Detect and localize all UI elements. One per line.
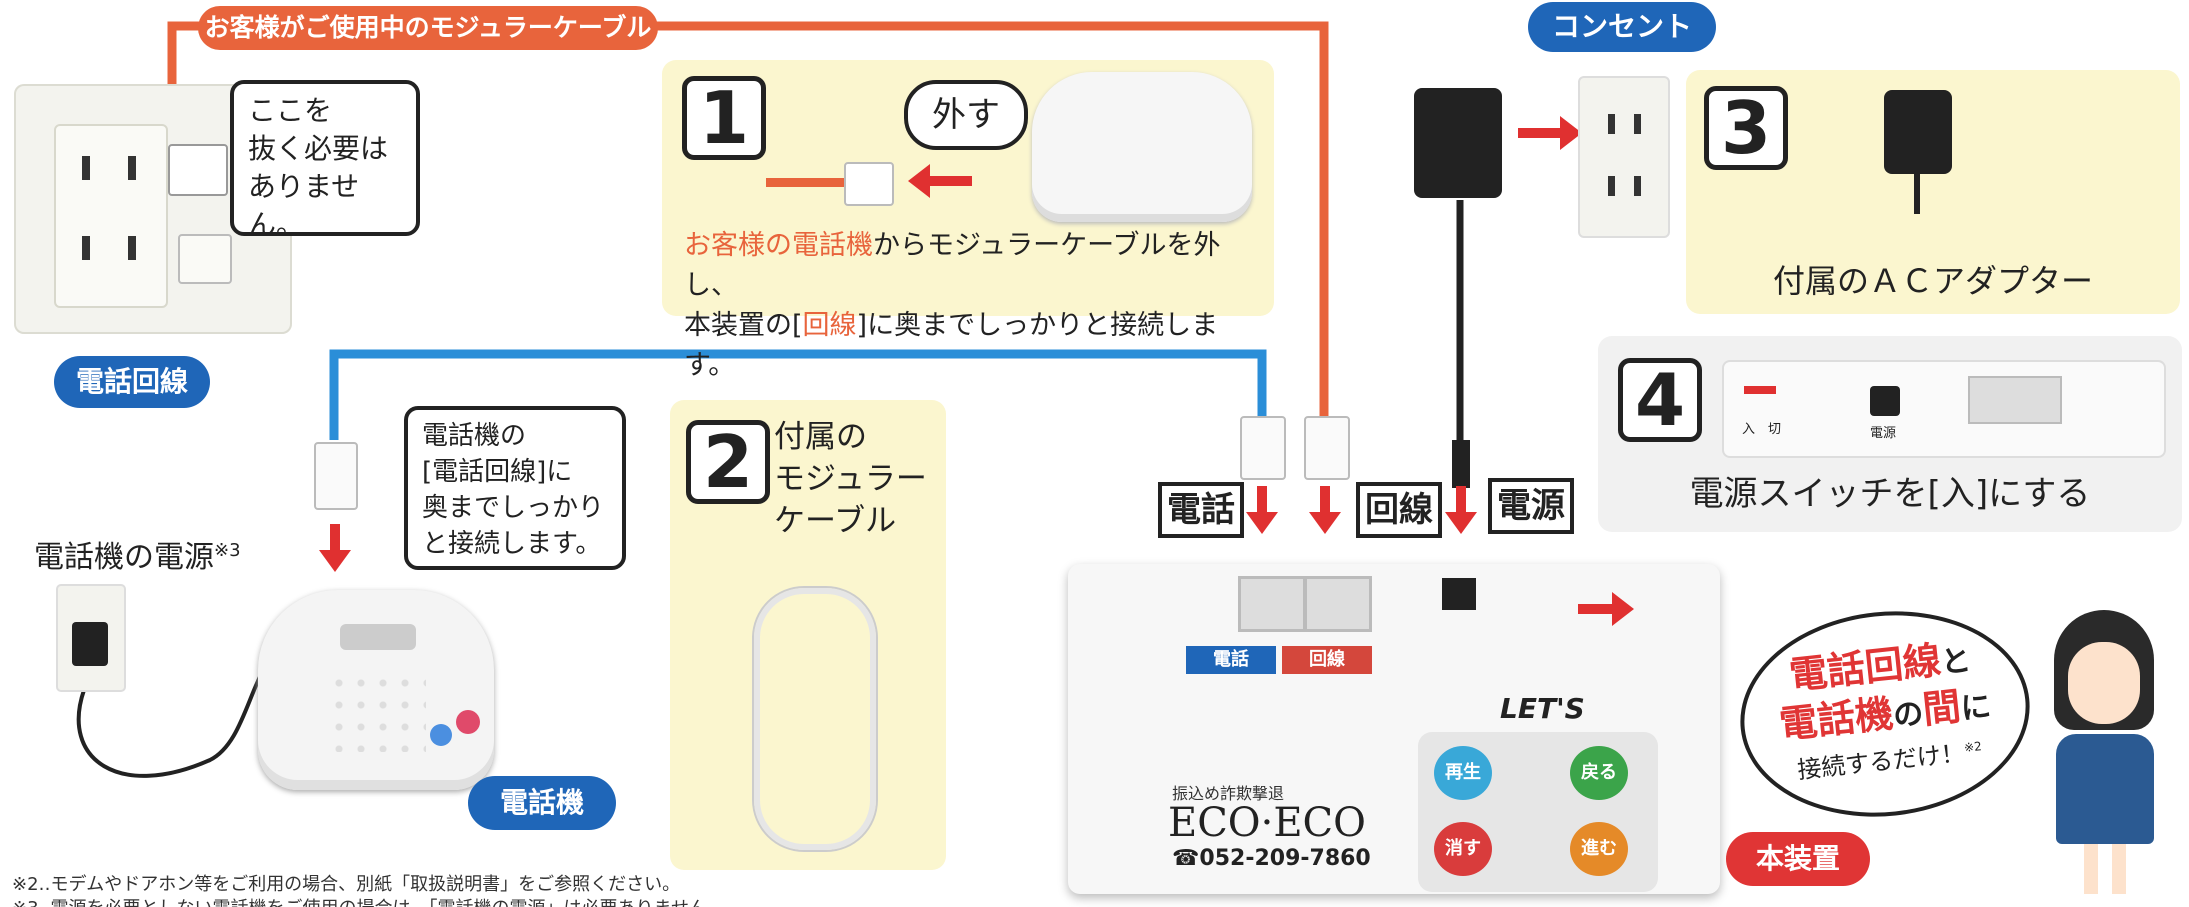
footnote-1: ※2‥モデムやドアホン等をご利用の場合、別紙「取扱説明書」をご参照ください。 <box>12 874 681 895</box>
erase-button[interactable]: 消す <box>1434 822 1492 876</box>
orange-cable <box>167 21 1329 420</box>
cable-stub <box>766 178 848 187</box>
step1-panel: 1 外す お客様の電話機からモジュラーケーブルを外し、 本装置の[回線]に奥まで… <box>662 60 1274 381</box>
rj11-port-icon <box>1304 576 1372 632</box>
remove-bubble: 外す <box>904 80 1028 150</box>
line-label: 電話回線 <box>54 356 210 408</box>
product-name: ECO·ECO <box>1168 800 1366 846</box>
step3-text: 付属のＡＣアダプター <box>1772 262 2093 300</box>
speech-note: ※2 <box>1963 739 1983 755</box>
dc-jack-icon <box>1442 578 1476 610</box>
phone-power-label: 電話機の電源※3 <box>34 532 241 576</box>
speech-line1b: と <box>1939 642 1973 681</box>
step1-line2-highlight: 回線 <box>802 310 857 341</box>
step2-text: 付属の モジュラー ケーブル <box>774 419 927 539</box>
ac-adapter-icon <box>1414 88 1502 198</box>
speech-line2b: の <box>1891 696 1925 735</box>
phone-number: ☎052-209-7860 <box>1172 846 1371 871</box>
phone-callout: 電話機の [電話回線]に 奥までしっかり と接続します。 <box>404 406 626 570</box>
port-phone-label: 電話 <box>1158 482 1244 538</box>
phone-label: 電話機 <box>468 776 616 830</box>
switch-label: 入 切 <box>1742 422 1782 437</box>
remove-label: 外す <box>932 95 1000 135</box>
outlet-top-label: コンセント <box>1528 2 1716 52</box>
step2-number: 2 <box>686 420 770 504</box>
device-label: 本装置 <box>1726 832 1870 886</box>
step3-panel: 3 付属のＡＣアダプター <box>1686 70 2180 314</box>
step1-number: 1 <box>682 76 766 160</box>
modular-plug-icon <box>1304 416 1350 480</box>
play-button[interactable]: 再生 <box>1434 746 1492 800</box>
coiled-cable-icon <box>754 588 876 850</box>
rj11-port-icon <box>1238 576 1306 632</box>
step4-panel: 4 入 切 電源 電源スイッチを[入]にする <box>1598 336 2182 532</box>
telephone-icon <box>1032 72 1252 222</box>
back-button[interactable]: 戻る <box>1570 746 1628 800</box>
step1-line2b: ]に奥までしっかりと接続します。 <box>684 310 1219 381</box>
right-arrow-icon <box>1518 128 1564 138</box>
next-button[interactable]: 進む <box>1570 822 1628 876</box>
dc-plug-icon <box>1452 440 1470 488</box>
tab-phone: 電話 <box>1186 646 1276 674</box>
step1-line1: からモジュラーケーブルを外し、 <box>684 230 1221 301</box>
button-panel: 再生 戻る 消す 進む <box>1418 732 1658 892</box>
step1-text: お客様の電話機からモジュラーケーブルを外し、 本装置の[回線]に奥までしっかりと… <box>684 226 1264 386</box>
left-arrow-icon <box>924 176 972 186</box>
blue-cable <box>329 349 1267 440</box>
wall-outlet-icon <box>1578 76 1670 238</box>
outlet-callout: ここを 抜く必要は ありません。 <box>230 80 420 241</box>
step4-text: 電源スイッチを[入]にする <box>1689 474 2091 514</box>
wall-outlet-icon <box>56 584 126 692</box>
phone-power-note: ※3 <box>214 540 241 561</box>
step2-panel: 2 付属の モジュラー ケーブル <box>670 400 946 870</box>
modular-plug-icon <box>168 144 228 196</box>
step3-number: 3 <box>1704 86 1788 170</box>
footnote-2: ※3‥電源を必要としない電話機をご使用の場合は、「電話機の電源」は必要ありません… <box>12 894 725 907</box>
step4-number: 4 <box>1618 358 1702 442</box>
rj11-port-icon <box>1968 376 2062 424</box>
modular-plug-icon <box>1240 416 1286 480</box>
cable-banner: お客様がご使用中のモジュラーケーブル <box>198 6 658 50</box>
telephone-icon <box>258 590 494 790</box>
ac-adapter-icon <box>1884 90 1952 174</box>
character-illustration <box>2040 600 2170 900</box>
modular-plug-icon <box>314 442 358 510</box>
modular-plug-icon <box>844 162 894 206</box>
device-body: 電話 回線 LET'S 振込め詐欺撃退 ECO·ECO ☎052-209-786… <box>1068 564 1720 894</box>
device-side-icon: 入 切 電源 <box>1722 360 2166 458</box>
speech-line2d: に <box>1959 688 1993 727</box>
tab-line: 回線 <box>1282 646 1372 674</box>
step1-highlight: お客様の電話機 <box>684 230 873 261</box>
product-sub: 振込め詐欺撃退 <box>1172 784 1285 803</box>
switch-arrow-icon <box>1578 604 1614 614</box>
phone-power-text: 電話機の電源 <box>34 540 214 575</box>
speech-line2c: 間 <box>1920 684 1963 732</box>
power-label: 電源 <box>1870 426 1897 441</box>
brand-label: LET'S <box>1500 692 1585 725</box>
step1-line2a: 本装置の[ <box>684 310 803 341</box>
port-power-label: 電源 <box>1488 478 1574 534</box>
port-line-label: 回線 <box>1356 482 1442 538</box>
speech-line3: 接続するだけ！ <box>1796 738 1967 785</box>
